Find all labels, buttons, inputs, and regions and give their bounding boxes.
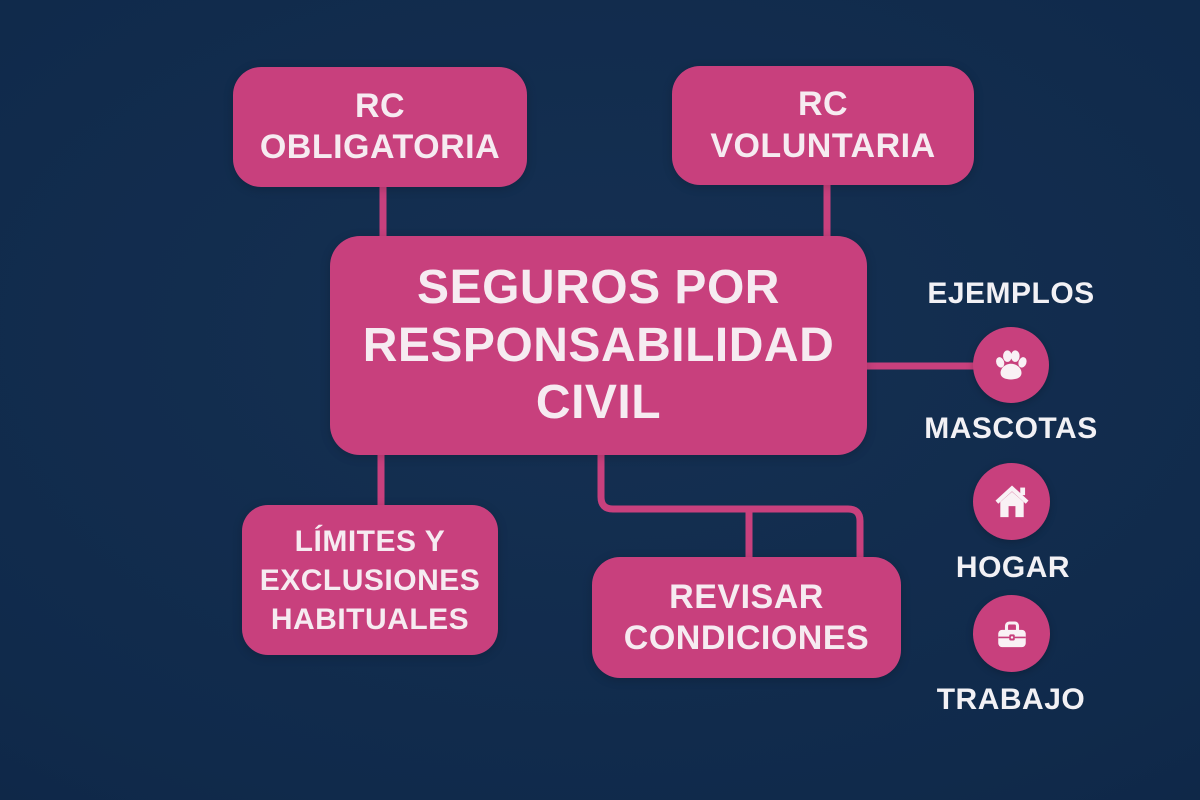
paw-icon [990, 344, 1032, 386]
connector-center-revisar [597, 452, 864, 560]
toolbox-icon [990, 612, 1034, 656]
node-limites-exclusiones-label: LÍMITES Y EXCLUSIONES HABITUALES [259, 524, 481, 636]
node-seguros-rc-label: SEGUROS POR RESPONSABILIDAD CIVIL [362, 261, 835, 430]
node-seguros-rc: SEGUROS POR RESPONSABILIDAD CIVIL [330, 236, 867, 455]
example-mascotas-label: MASCOTAS [924, 412, 1098, 445]
node-limites-exclusiones: LÍMITES Y EXCLUSIONES HABITUALES [242, 505, 498, 655]
node-revisar-condiciones-label: REVISAR CONDICIONES [623, 578, 870, 657]
node-rc-obligatoria: RC OBLIGATORIA [233, 67, 527, 187]
house-icon [990, 480, 1034, 524]
node-revisar-condiciones: REVISAR CONDICIONES [592, 557, 901, 678]
example-mascotas-badge [973, 327, 1049, 403]
node-rc-obligatoria-label: RC OBLIGATORIA [259, 86, 501, 166]
node-rc-voluntaria: RC VOLUNTARIA [672, 66, 974, 185]
examples-heading: EJEMPLOS [927, 277, 1095, 310]
example-hogar-label: HOGAR [955, 551, 1071, 584]
example-trabajo-badge [973, 595, 1050, 672]
node-rc-voluntaria-label: RC VOLUNTARIA [710, 85, 936, 165]
example-trabajo-label: TRABAJO [936, 683, 1086, 716]
example-hogar-badge [973, 463, 1050, 540]
